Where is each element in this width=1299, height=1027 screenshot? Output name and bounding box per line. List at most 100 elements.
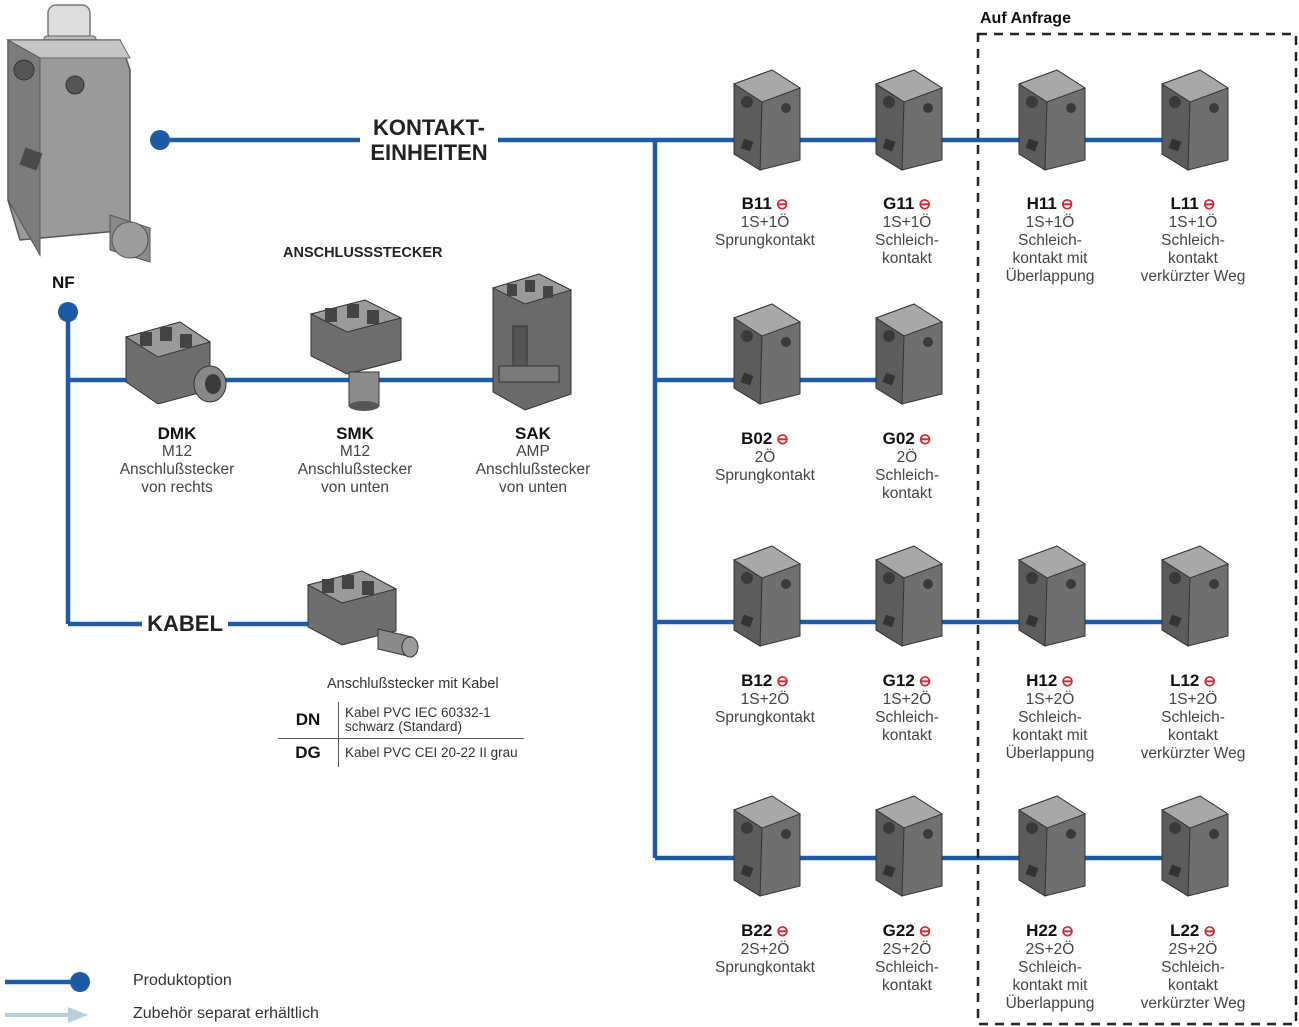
contact-unit-image bbox=[874, 795, 944, 897]
sak-connector-image bbox=[491, 273, 573, 411]
unit-code: L22 bbox=[1170, 921, 1200, 940]
unit-line3: kontakt bbox=[882, 485, 932, 502]
unit-line4: verkürzter Weg bbox=[1140, 995, 1246, 1012]
unit-line1: 1S+1Ö bbox=[1025, 214, 1075, 231]
unit-code: G02 bbox=[882, 429, 915, 448]
unit-line3: kontakt bbox=[882, 250, 932, 267]
unit-line3: kontakt bbox=[1168, 977, 1218, 994]
unit-line1: 2S+2Ö bbox=[1168, 941, 1218, 958]
connector-smk: SMK M12 Anschlußstecker von unten bbox=[297, 424, 413, 497]
on-request-frame bbox=[976, 32, 1298, 1026]
option-minus-icon: ⊖ bbox=[1060, 196, 1074, 213]
dot-nf-connector bbox=[58, 302, 78, 322]
unit-line2: Schleich- bbox=[875, 232, 939, 249]
unit-line2: Schleich- bbox=[1161, 959, 1225, 976]
dot-nf-contact bbox=[150, 130, 170, 150]
unit-line4: Überlappung bbox=[1005, 995, 1095, 1012]
option-minus-icon: ⊖ bbox=[775, 196, 789, 213]
contact-unit-image bbox=[1017, 795, 1087, 897]
unit-line1: 1S+2Ö bbox=[882, 691, 932, 708]
unit-code: H22 bbox=[1026, 921, 1058, 940]
unit-line1: 1S+1Ö bbox=[740, 214, 790, 231]
unit-code: G11 bbox=[883, 194, 915, 213]
unit-line1: 2S+2Ö bbox=[1025, 941, 1075, 958]
option-minus-icon: ⊖ bbox=[1061, 923, 1074, 940]
unit-line3: kontakt bbox=[1168, 250, 1218, 267]
contact-unit-image bbox=[1160, 795, 1230, 897]
unit-code: H11 bbox=[1026, 194, 1057, 213]
unit-line3: kontakt bbox=[882, 727, 932, 744]
connector-sak: SAK AMP Anschlußstecker von unten bbox=[475, 424, 591, 497]
nf-switch-image bbox=[6, 4, 151, 263]
contact-unit-image bbox=[1017, 69, 1087, 171]
option-minus-icon: ⊖ bbox=[918, 923, 932, 940]
unit-line2: Schleich- bbox=[875, 959, 939, 976]
nf-code: NF bbox=[52, 273, 75, 292]
unit-line2: Sprungkontakt bbox=[715, 959, 815, 976]
option-minus-icon: ⊖ bbox=[918, 673, 932, 690]
contact-unit-image bbox=[874, 303, 944, 405]
contact-unit-image bbox=[732, 795, 802, 897]
legend-accessory: Zubehör separat erhältlich bbox=[133, 1005, 319, 1022]
unit-line2: Schleich- bbox=[1018, 959, 1082, 976]
unit-line2: Schleich- bbox=[1161, 232, 1225, 249]
option-minus-icon: ⊖ bbox=[776, 431, 789, 448]
option-minus-icon: ⊖ bbox=[1202, 196, 1216, 213]
unit-line2: Sprungkontakt bbox=[715, 467, 815, 484]
unit-line3: kontakt bbox=[1168, 727, 1218, 744]
cable-caption: Anschlußstecker mit Kabel bbox=[327, 676, 499, 692]
arrow-icon bbox=[5, 1007, 88, 1023]
legend-dot-icon bbox=[70, 972, 90, 992]
unit-line4: Überlappung bbox=[1005, 745, 1095, 762]
contact-unit-image bbox=[732, 545, 802, 647]
option-minus-icon: ⊖ bbox=[1203, 923, 1216, 940]
unit-line1: 1S+2Ö bbox=[1025, 691, 1075, 708]
on-request-header: Auf Anfrage bbox=[980, 10, 1071, 27]
option-minus-icon: ⊖ bbox=[1203, 673, 1216, 690]
smk-connector-image bbox=[309, 299, 403, 411]
unit-code: B02 bbox=[741, 429, 773, 448]
contact-unit-image bbox=[874, 69, 944, 171]
unit-code: B12 bbox=[741, 671, 773, 690]
cable-connector-image bbox=[306, 570, 419, 658]
contact-unit-image bbox=[732, 69, 802, 171]
unit-line1: 2Ö bbox=[754, 449, 776, 466]
legend-product-option: Produktoption bbox=[133, 972, 232, 989]
unit-code: H12 bbox=[1026, 671, 1058, 690]
unit-code: L11 bbox=[1170, 194, 1199, 213]
unit-line3: kontakt mit bbox=[1012, 250, 1088, 267]
cable-row-dg: DG Kabel PVC CEI 20-22 II grau bbox=[278, 738, 524, 767]
unit-line2: Sprungkontakt bbox=[715, 709, 815, 726]
option-minus-icon: ⊖ bbox=[776, 673, 789, 690]
connectors-header: ANSCHLUSSSTECKER bbox=[283, 245, 443, 261]
unit-line2: Schleich- bbox=[1161, 709, 1225, 726]
unit-line1: 1S+1Ö bbox=[882, 214, 932, 231]
unit-line2: Schleich- bbox=[1018, 709, 1082, 726]
unit-line3: kontakt mit bbox=[1012, 977, 1088, 994]
option-minus-icon: ⊖ bbox=[918, 431, 932, 448]
unit-code: G12 bbox=[882, 671, 915, 690]
unit-line4: verkürzter Weg bbox=[1140, 268, 1246, 285]
unit-code: B22 bbox=[741, 921, 773, 940]
unit-code: L12 bbox=[1170, 671, 1200, 690]
cable-label: KABEL bbox=[142, 611, 228, 636]
contact-unit-image bbox=[1160, 545, 1230, 647]
unit-line3: kontakt mit bbox=[1012, 727, 1088, 744]
unit-line2: Sprungkontakt bbox=[715, 232, 815, 249]
contact-units-label: KONTAKT- EINHEITEN bbox=[360, 115, 498, 165]
unit-line4: Überlappung bbox=[1005, 268, 1095, 285]
dmk-connector-image bbox=[124, 321, 227, 405]
option-minus-icon: ⊖ bbox=[1061, 673, 1074, 690]
